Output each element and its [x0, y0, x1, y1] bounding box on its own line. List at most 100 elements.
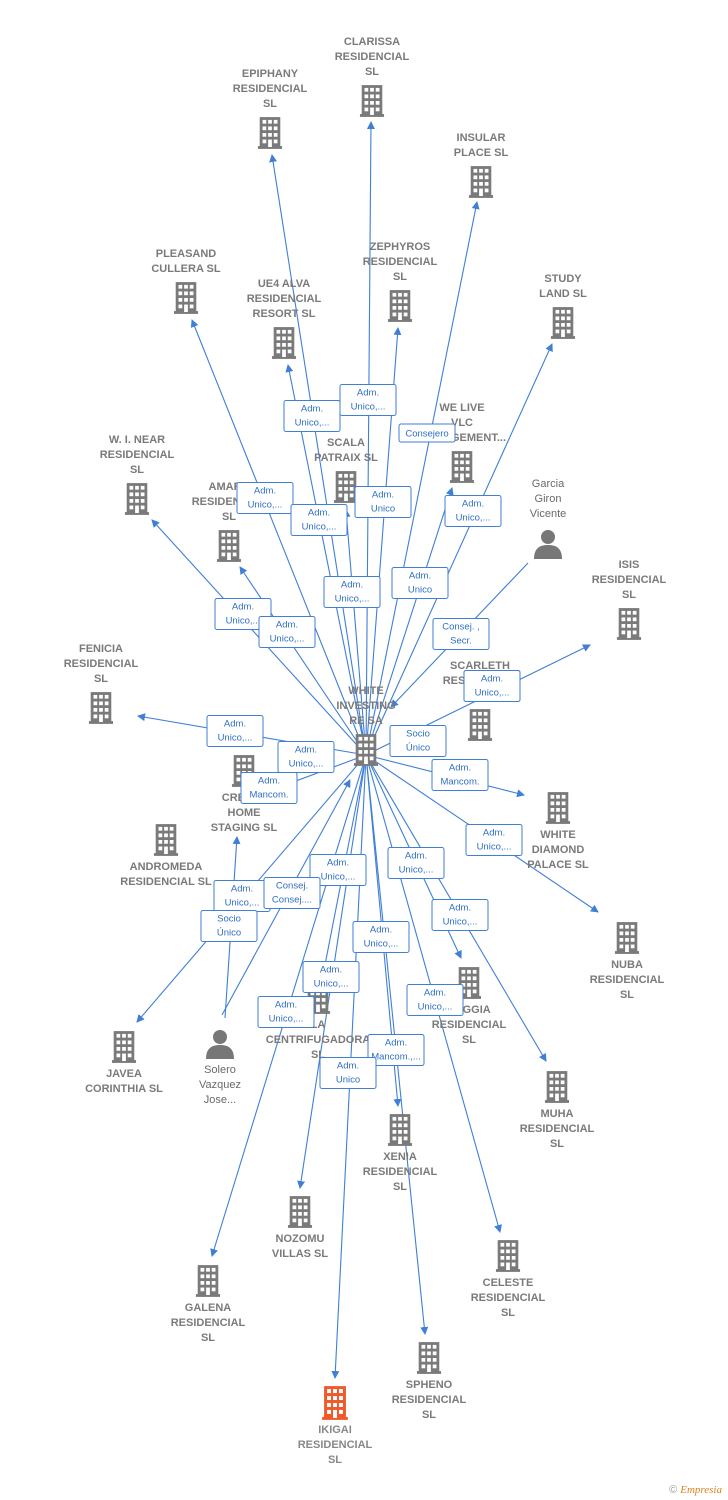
brand-logo: Empresia — [680, 1484, 722, 1496]
relation-nuba[interactable]: Adm.Unico,... — [465, 824, 523, 856]
relation-fenicia[interactable]: Adm.Unico,... — [206, 715, 264, 747]
building-icon — [257, 117, 283, 149]
node-label: SCARLETH — [450, 660, 510, 672]
node-label: NUBA — [611, 959, 643, 971]
relation-text: Unico,... — [443, 917, 478, 928]
relation-insular[interactable]: Consejero — [398, 423, 456, 443]
relation-box — [352, 921, 410, 953]
relation-extra-0[interactable]: Adm.Unico,... — [277, 741, 335, 773]
building-icon — [322, 1386, 348, 1420]
node-label: PALACE SL — [527, 859, 589, 871]
node-label: CENTRIFUGADORA — [266, 1034, 371, 1046]
relation-centrifugadora[interactable]: Adm.Unico,... — [302, 961, 360, 993]
relation-study[interactable]: Adm.Unico,... — [444, 495, 502, 527]
relation-text: Unico,... — [270, 634, 305, 645]
relation-box — [200, 910, 258, 942]
relation-xenia[interactable]: Adm.Unico,... — [309, 854, 367, 886]
building-icon — [359, 85, 385, 117]
node-label: STUDY — [544, 273, 582, 285]
relation-welive[interactable]: Adm.Unico — [391, 567, 449, 599]
relation-text: Unico,... — [295, 418, 330, 429]
relation-create[interactable]: Adm.Mancom. — [240, 772, 298, 804]
relation-box — [309, 854, 367, 886]
relation-amar[interactable]: Adm. Unico,... — [258, 616, 316, 648]
node-label: WHITE — [348, 685, 383, 697]
relation-extra-2[interactable]: Adm.Unico,... — [463, 670, 521, 702]
watermark[interactable]: © Empresia — [669, 1484, 722, 1496]
relation-solero-white-investing[interactable]: Consej.Consej.... — [263, 877, 321, 909]
node-label: RESIDENCIAL — [233, 83, 308, 95]
relation-nozomu[interactable]: Adm.Unico,... — [257, 996, 315, 1028]
relation-text: Unico,... — [218, 733, 253, 744]
relation-text: Socio — [406, 729, 430, 740]
relation-box — [323, 576, 381, 608]
relations-layer: Adm.Unico,...Adm.Unico,...ConsejeroAdm.U… — [200, 384, 523, 1089]
relation-zephyros[interactable]: Adm.Unico — [354, 486, 412, 518]
relation-epiphany[interactable]: Adm.Unico,... — [283, 400, 341, 432]
relation-celeste[interactable]: Adm.Unico,... — [406, 984, 464, 1016]
relation-text: Adm. — [449, 763, 471, 774]
node-label: CLARISSA — [344, 36, 400, 48]
node-label: CULLERA SL — [151, 263, 221, 275]
relation-scala[interactable]: Adm.Unico,... — [323, 576, 381, 608]
relation-galena[interactable]: Adm.Unico,... — [352, 921, 410, 953]
relation-box — [391, 567, 449, 599]
relation-wnear[interactable]: Adm.Unico,... — [214, 598, 272, 630]
node-label: UE4 ALVA — [258, 278, 310, 290]
relation-ue4[interactable]: Adm.Unico,... — [290, 504, 348, 536]
relation-clarissa[interactable]: Adm.Unico,... — [339, 384, 397, 416]
relation-reggia[interactable]: Adm.Unico,... — [387, 847, 445, 879]
relation-box — [431, 759, 489, 791]
relation-text: Adm. — [276, 620, 298, 631]
edge-insular — [365, 201, 480, 756]
relation-text: Secr. — [450, 636, 472, 647]
node-solero[interactable]: SoleroVazquezJose... — [199, 1030, 241, 1106]
relation-javea[interactable]: Adm.Unico,... — [213, 880, 271, 912]
relation-ikigai[interactable]: Adm.Unico — [319, 1057, 377, 1089]
relation-pleasand[interactable]: Adm.Unico,... — [236, 482, 294, 514]
node-label: SL — [130, 464, 144, 476]
relation-whitediamond[interactable]: Adm.Mancom. — [431, 759, 489, 791]
relation-garcia-white-investing[interactable]: Consej. ,Secr. — [432, 618, 490, 650]
node-label: RESIDENCIAL — [432, 1019, 507, 1031]
node-label: XENIA — [383, 1151, 417, 1163]
relation-text: Unico,... — [225, 898, 260, 909]
relation-box — [387, 847, 445, 879]
relation-text: Adm. — [481, 674, 503, 685]
relation-spheno[interactable]: Adm.Mancom.,... — [367, 1034, 425, 1066]
edge-clarissa — [365, 121, 375, 756]
relation-text: Único — [217, 928, 241, 939]
node-label: SL — [222, 511, 236, 523]
node-label: SL — [422, 1409, 436, 1421]
node-label: RESIDENCIAL — [592, 574, 667, 586]
relation-muha[interactable]: Adm.Unico,... — [431, 899, 489, 931]
